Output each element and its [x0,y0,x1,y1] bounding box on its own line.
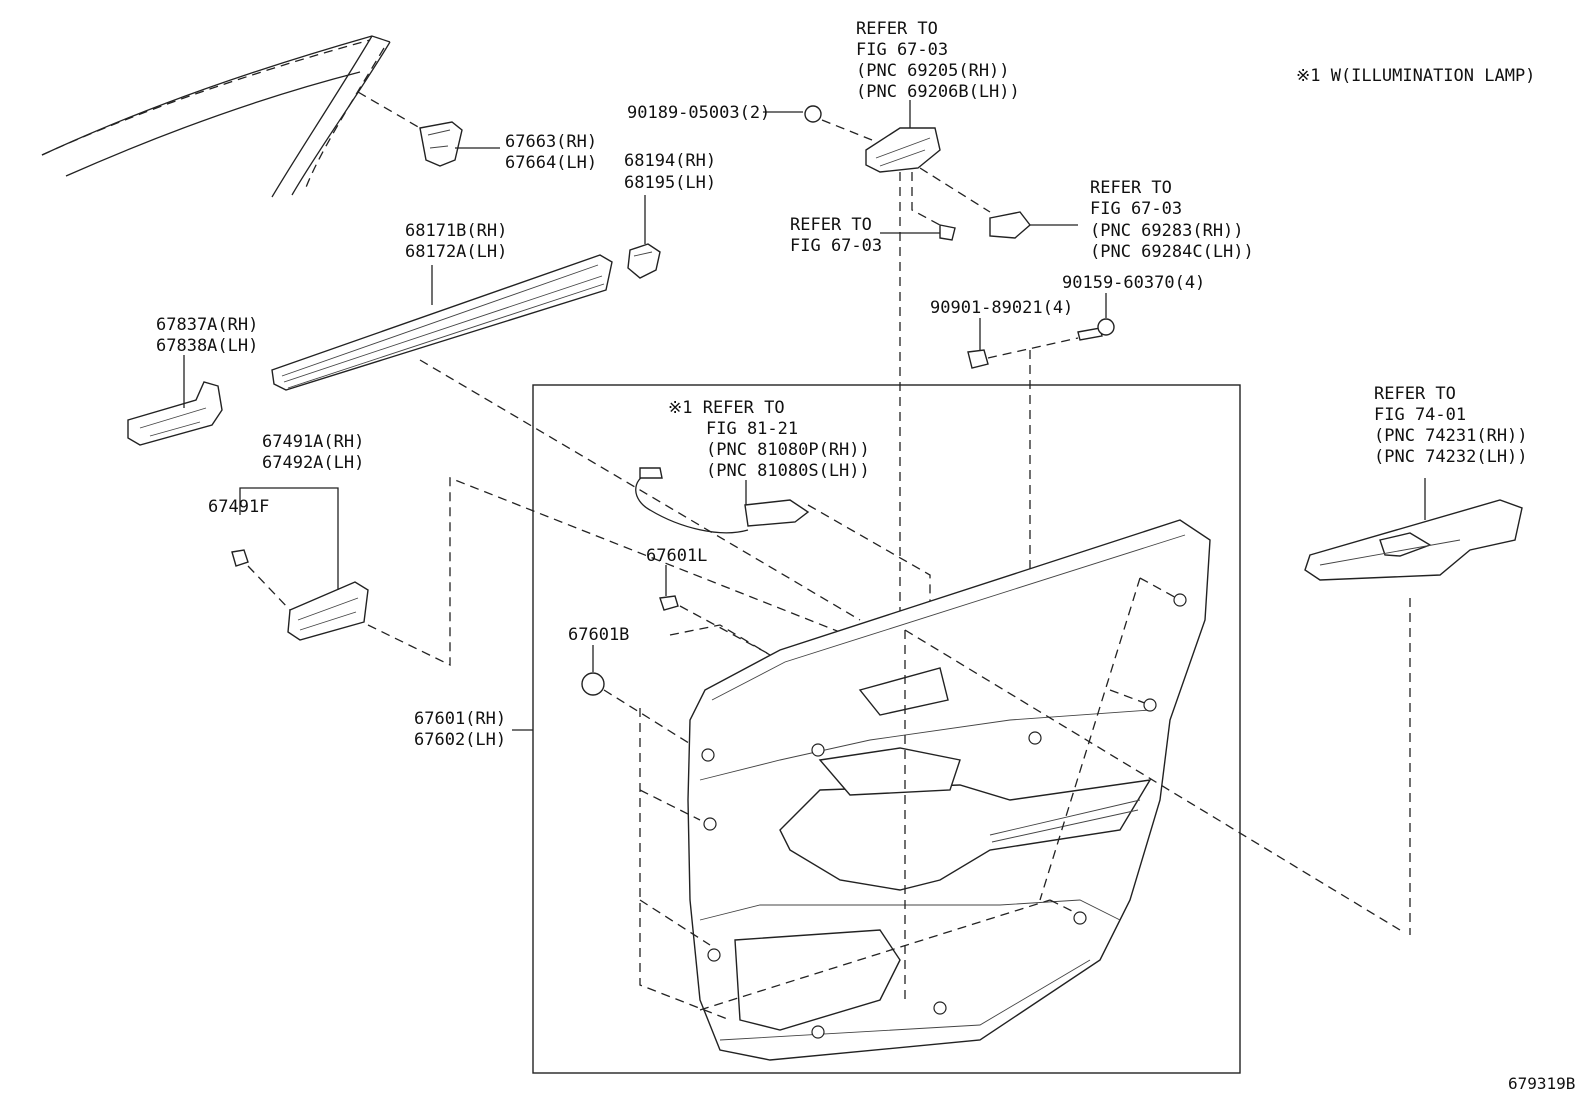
handle-dash-down [911,172,941,226]
panel-clip-dashes [639,577,1401,1021]
armrest-dash [367,477,861,667]
panel-clip-holes [701,593,1187,1039]
switch-ref-line-4: (PNC 74232(LH)) [1374,447,1528,467]
clip-67601l-part [659,595,679,611]
window-switch-part [1304,499,1523,581]
cover-ref-line-3: (PNC 69283(RH)) [1090,221,1244,241]
leader-67491f-dash [247,565,291,611]
label-67663: 67663(RH) [505,132,597,152]
window-frame [41,35,391,198]
label-90159: 90159-60370(4) [1062,273,1205,293]
note-illumination: ※1 W(ILLUMINATION LAMP) [1296,66,1535,86]
label-67491a: 67491A(RH) [262,432,364,452]
leader-belt-clip [357,91,421,129]
armrest-base-part [287,581,369,641]
clip-67601l-dash2 [669,624,771,656]
door-trim-panel [687,519,1211,1061]
handle-ref-line-4: (PNC 69206B(LH)) [856,82,1020,102]
label-67601: 67601(RH) [414,709,506,729]
label-67601l: 67601L [646,546,707,566]
label-90189: 90189-05003(2) [627,103,770,123]
weatherstrip-part [271,254,613,391]
label-67602: 67602(LH) [414,730,506,750]
handle-ref-line-3: (PNC 69205(RH)) [856,61,1010,81]
screw-ref-line-2: FIG 67-03 [790,236,882,256]
lamp-ref-line-3: (PNC 81080P(RH)) [706,440,870,460]
label-68171b: 68171B(RH) [405,221,507,241]
lamp-dash [807,504,931,790]
lamp-ref-line-2: FIG 81-21 [706,419,798,439]
label-67837a: 67837A(RH) [156,315,258,335]
bracket-67837-part [127,381,223,446]
cover-ref-line-1: REFER TO [1090,178,1172,198]
screw-ref-line-1: REFER TO [790,215,872,235]
screw-dash [987,337,1079,359]
screw-90159-part [1077,318,1115,341]
lamp-ref-line-1: ※1 REFER TO [668,398,785,418]
diagram-id: 679319B [1508,1074,1575,1093]
weatherstrip-dash [419,359,861,621]
nut-90189-dash [821,119,873,141]
label-90901: 90901-89021(4) [930,298,1073,318]
label-67601b: 67601B [568,625,629,645]
belt-clip-part [419,121,463,167]
label-67492a: 67492A(LH) [262,453,364,473]
clip-68194-part [627,243,661,279]
switch-ref-line-2: FIG 74-01 [1374,405,1466,425]
label-67838a: 67838A(LH) [156,336,258,356]
screw-67-03-part [939,224,956,241]
handle-dash-cover [919,167,991,213]
nut-90901-part [967,349,989,369]
clip-67601l-dash [679,605,781,661]
clip-67601b-dash [603,689,701,751]
label-67664: 67664(LH) [505,153,597,173]
lamp-wire-part [635,467,810,534]
label-68172a: 68172A(LH) [405,242,507,262]
nut-90189-part [804,105,822,123]
lamp-ref-line-4: (PNC 81080S(LH)) [706,461,870,481]
label-67491f: 67491F [208,497,269,517]
switch-ref-line-1: REFER TO [1374,384,1456,404]
handle-ref-line-2: FIG 67-03 [856,40,948,60]
inside-handle-part [865,127,941,173]
cover-part [989,211,1031,239]
clip-67601b-part [581,672,605,696]
bracket-67491 [239,487,339,590]
cover-ref-line-2: FIG 67-03 [1090,199,1182,219]
door-trim-box [532,384,1241,1074]
label-68195: 68195(LH) [624,173,716,193]
label-68194: 68194(RH) [624,151,716,171]
switch-ref-line-3: (PNC 74231(RH)) [1374,426,1528,446]
cover-ref-line-4: (PNC 69284C(LH)) [1090,242,1254,262]
handle-ref-line-1: REFER TO [856,19,938,39]
clip-67491f-part [231,549,249,567]
